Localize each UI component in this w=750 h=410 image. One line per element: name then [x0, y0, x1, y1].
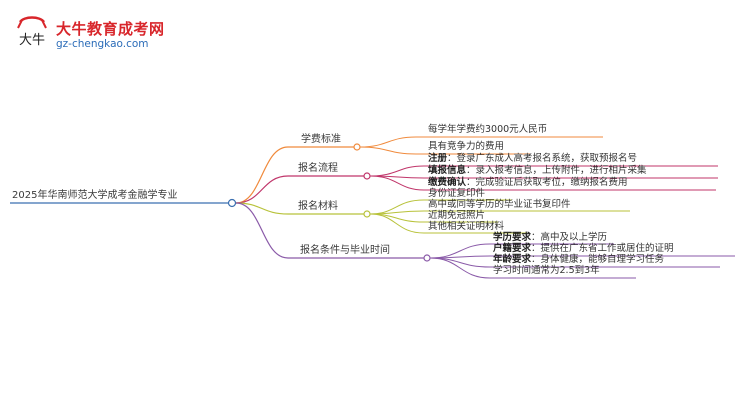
- leaf-text: ：提供在广东省工作或居住的证明: [531, 243, 674, 254]
- branch-curve-materials: [235, 202, 289, 215]
- leaf-materials-3: 近期免冠照片: [428, 210, 485, 222]
- leaf-materials-1: 身份证复印件: [428, 188, 485, 200]
- branch-curve-fees: [235, 146, 289, 204]
- leaf-fees-1: 每学年学费约3000元人民币: [428, 124, 547, 136]
- leaf-text: ：登录广东成人高考报名系统，获取预报名号: [447, 153, 638, 164]
- branch-dot-materials: [363, 210, 371, 218]
- leaf-materials-2: 高中或同等学历的毕业证书复印件: [428, 199, 571, 211]
- leaf-curve-fees-1: [359, 136, 603, 148]
- leaf-conditions-3: 年龄要求：身体健康，能够自理学习任务: [493, 254, 664, 266]
- leaf-process-2: 填报信息：录入报考信息，上传附件，进行相片采集: [428, 165, 647, 177]
- leaf-strong: 户籍要求: [493, 243, 532, 254]
- branch-dot-conditions: [423, 254, 431, 262]
- leaf-strong: 学历要求: [493, 232, 532, 243]
- leaf-text: 近期免冠照片: [428, 210, 486, 221]
- root-node-dot: [227, 198, 237, 208]
- leaf-text: 具有竞争力的费用: [428, 141, 505, 152]
- leaf-curve-materials-4: [369, 213, 527, 234]
- leaf-materials-4: 其他相关证明材料: [428, 221, 504, 233]
- branch-dot-fees: [353, 143, 361, 151]
- leaf-strong: 年龄要求: [493, 254, 532, 265]
- leaf-text: 每学年学费约3000元人民币: [428, 124, 548, 135]
- leaf-text: ：录入报考信息，上传附件，进行相片采集: [466, 165, 647, 176]
- logo-url: gz-chengkao.com: [56, 38, 149, 50]
- leaf-process-3: 缴费确认：完成验证后获取考位，缴纳报名费用: [428, 177, 628, 189]
- branch-dot-process: [363, 172, 371, 180]
- branch-curve-conditions: [235, 202, 289, 259]
- leaf-curve-materials-2: [369, 210, 630, 215]
- branch-label-fees: 学费标准: [301, 134, 341, 145]
- site-logo[interactable]: 大牛 大牛教育成考网 gz-chengkao.com: [14, 14, 174, 56]
- bull-logo-icon: 大牛: [17, 16, 47, 48]
- leaf-text: 身份证复印件: [428, 188, 486, 199]
- leaf-curve-fees-2: [359, 146, 530, 155]
- branch-label-process: 报名流程: [298, 163, 338, 174]
- leaf-strong: 填报信息: [428, 165, 467, 176]
- root-node-label: 2025年华南师范大学成考金融学专业: [12, 190, 178, 201]
- branch-curve-process: [235, 175, 289, 204]
- leaf-text: 其他相关证明材料: [428, 221, 505, 232]
- leaf-conditions-1: 学历要求：高中及以上学历: [493, 232, 607, 244]
- branch-label-materials: 报名材料: [298, 201, 338, 212]
- leaf-text: ：身体健康，能够自理学习任务: [531, 254, 665, 265]
- leaf-text: ：完成验证后获取考位，缴纳报名费用: [466, 177, 628, 188]
- leaf-curve-conditions-4: [429, 257, 636, 279]
- leaf-curve-process-3: [369, 175, 716, 191]
- logo-mark-text: 大牛: [19, 33, 45, 48]
- leaf-text: 学习时间通常为2.5到3年: [493, 265, 600, 276]
- leaf-strong: 缴费确认: [428, 177, 467, 188]
- leaf-fees-2: 具有竞争力的费用: [428, 141, 504, 153]
- leaf-strong: 注册: [428, 153, 448, 164]
- leaf-text: ：高中及以上学历: [531, 232, 608, 243]
- branch-label-conditions: 报名条件与毕业时间: [300, 245, 390, 256]
- leaf-conditions-4: 学习时间通常为2.5到3年: [493, 265, 600, 277]
- leaf-process-1: 注册：登录广东成人高考报名系统，获取预报名号: [428, 153, 637, 165]
- logo-title: 大牛教育成考网: [56, 20, 165, 38]
- leaf-conditions-2: 户籍要求：提供在广东省工作或居住的证明: [493, 243, 674, 255]
- leaf-text: 高中或同等学历的毕业证书复印件: [428, 199, 571, 210]
